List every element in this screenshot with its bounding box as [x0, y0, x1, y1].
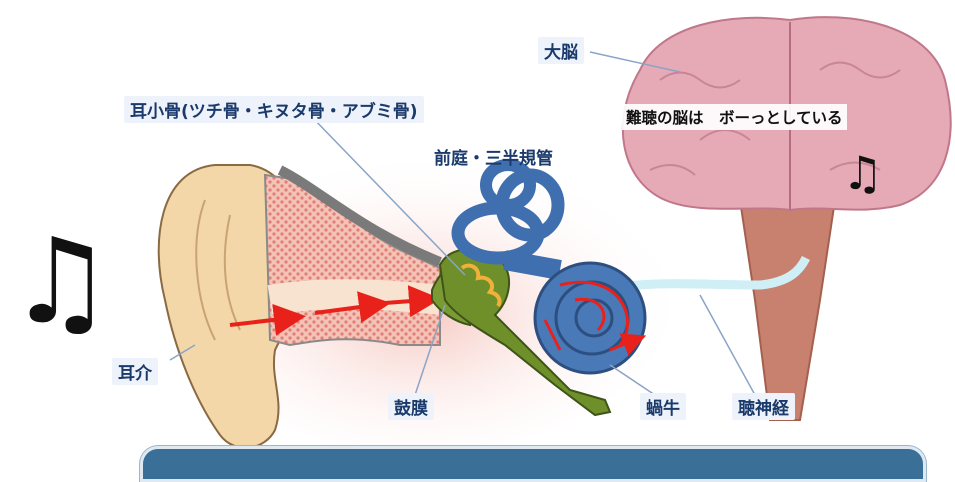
- label-auricle: 耳介: [112, 358, 158, 385]
- label-cochlea: 蝸牛: [640, 393, 686, 420]
- brain: [600, 17, 951, 420]
- brainstem: [740, 200, 835, 420]
- label-auditory-nerve: 聴神経: [732, 393, 795, 420]
- bottom-text-panel: [140, 446, 926, 482]
- music-note-small-icon: ♫: [842, 150, 883, 196]
- label-eardrum: 鼓膜: [388, 393, 434, 420]
- music-note-large-icon: ♫: [8, 222, 114, 340]
- brain-caption: 難聴の脳は ボーっとしている: [622, 104, 847, 130]
- label-vestibule: 前庭・三半規管: [428, 143, 559, 170]
- ear-anatomy-illustration: [0, 0, 955, 461]
- label-ossicles: 耳小骨(ツチ骨・キヌタ骨・アブミ骨): [124, 96, 424, 123]
- label-cerebrum: 大脳: [538, 37, 584, 64]
